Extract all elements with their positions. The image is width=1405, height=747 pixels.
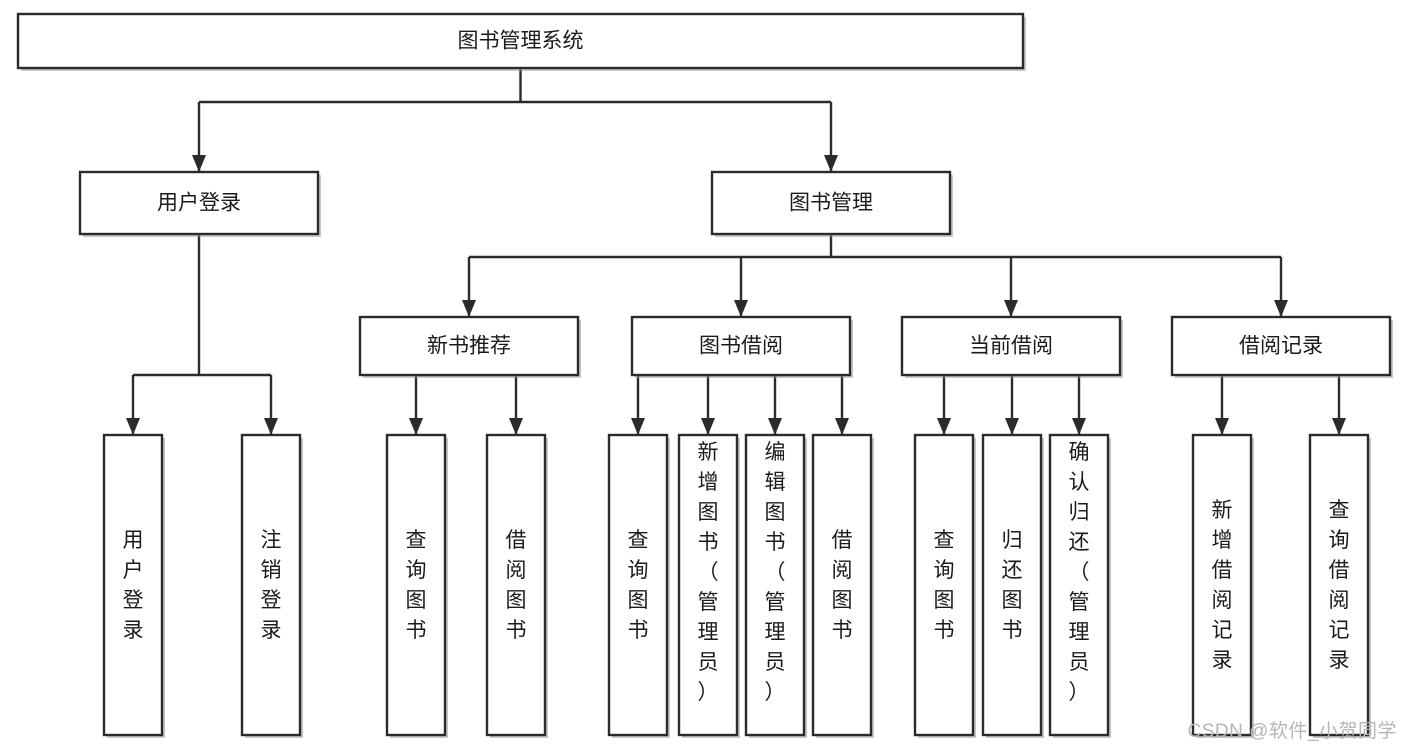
node-label: 新增借阅记录: [1212, 499, 1233, 672]
arrow-head-icon: [631, 418, 645, 435]
arrow-head-icon: [824, 155, 838, 172]
node-label: 图书管理系统: [458, 30, 584, 53]
node-rect[interactable]: [811, 433, 873, 737]
node-rect[interactable]: [900, 315, 1122, 377]
node-label: 注销登录: [261, 529, 282, 642]
arrow-head-icon: [264, 418, 278, 435]
node-rect[interactable]: [744, 433, 806, 737]
node-book-manage[interactable]: 图书管理: [710, 170, 953, 237]
arrow-head-icon: [462, 300, 476, 317]
node-book-borrow[interactable]: 图书借阅: [630, 315, 853, 378]
node-rect[interactable]: [102, 433, 164, 737]
arrow-head-icon: [1215, 418, 1229, 435]
arrow-head-icon: [768, 418, 782, 435]
node-label: 查询图书: [406, 529, 427, 642]
arrow-head-icon: [937, 418, 951, 435]
arrow-head-icon: [1332, 418, 1346, 435]
node-label: 当前借阅: [969, 335, 1053, 358]
node-leaf-query-book-1[interactable]: 查询图书: [385, 433, 448, 738]
arrow-head-icon: [1274, 300, 1288, 317]
node-leaf-user-login[interactable]: 用户登录: [102, 433, 165, 738]
node-rect[interactable]: [1191, 433, 1253, 737]
node-root[interactable]: 图书管理系统: [16, 12, 1026, 71]
node-label: 借阅记录: [1239, 335, 1323, 358]
node-layer: 图书管理系统用户登录图书管理新书推荐图书借阅当前借阅借阅记录用户登录注销登录查询…: [16, 12, 1393, 738]
node-label: 归还图书: [1002, 529, 1023, 642]
node-label: 新增图书（管理员）: [698, 441, 719, 704]
arrow-head-icon: [1005, 418, 1019, 435]
node-rect[interactable]: [677, 433, 739, 737]
node-rect[interactable]: [630, 315, 852, 377]
arrow-head-icon: [1004, 300, 1018, 317]
node-label: 确认归还（管理员）: [1069, 441, 1090, 704]
node-leaf-confirm-return[interactable]: 确认归还（管理员）: [1048, 433, 1111, 738]
node-label: 图书借阅: [699, 335, 783, 358]
node-label: 图书管理: [789, 192, 873, 215]
node-rect[interactable]: [240, 433, 302, 737]
node-user-login[interactable]: 用户登录: [78, 170, 321, 237]
arrow-head-icon: [734, 300, 748, 317]
node-label: 查询图书: [934, 529, 955, 642]
node-leaf-edit-book[interactable]: 编辑图书（管理员）: [744, 433, 807, 738]
node-rect[interactable]: [710, 170, 952, 236]
node-current-borrow[interactable]: 当前借阅: [900, 315, 1123, 378]
node-leaf-query-book-3[interactable]: 查询图书: [913, 433, 976, 738]
node-label: 查询图书: [628, 529, 649, 642]
node-rect[interactable]: [913, 433, 975, 737]
node-label: 借阅图书: [832, 529, 853, 642]
arrow-head-icon: [835, 418, 849, 435]
node-leaf-query-borrow-record[interactable]: 查询借阅记录: [1308, 433, 1371, 738]
node-borrow-record[interactable]: 借阅记录: [1170, 315, 1393, 378]
arrow-head-icon: [126, 418, 140, 435]
node-rect[interactable]: [1048, 433, 1110, 737]
arrow-head-icon: [1072, 418, 1086, 435]
node-label: 新书推荐: [427, 335, 511, 358]
node-leaf-query-book-2[interactable]: 查询图书: [607, 433, 670, 738]
node-rect[interactable]: [16, 12, 1025, 70]
node-rect[interactable]: [385, 433, 447, 737]
node-label: 编辑图书（管理员）: [765, 441, 786, 704]
node-leaf-add-book[interactable]: 新增图书（管理员）: [677, 433, 740, 738]
arrow-head-icon: [192, 155, 206, 172]
node-rect[interactable]: [485, 433, 547, 737]
node-label: 查询借阅记录: [1329, 499, 1350, 672]
node-leaf-borrow-book-1[interactable]: 借阅图书: [485, 433, 548, 738]
node-rect[interactable]: [1308, 433, 1370, 737]
node-leaf-borrow-book-2[interactable]: 借阅图书: [811, 433, 874, 738]
node-label: 用户登录: [157, 192, 241, 215]
node-leaf-add-borrow-record[interactable]: 新增借阅记录: [1191, 433, 1254, 738]
node-rect[interactable]: [358, 315, 580, 377]
node-label: 用户登录: [123, 529, 144, 642]
node-rect[interactable]: [607, 433, 669, 737]
node-new-book-recommend[interactable]: 新书推荐: [358, 315, 581, 378]
node-rect[interactable]: [78, 170, 320, 236]
connector-layer: [126, 68, 1346, 435]
arrow-head-icon: [409, 418, 423, 435]
node-rect[interactable]: [981, 433, 1043, 737]
arrow-head-icon: [701, 418, 715, 435]
node-leaf-user-logout[interactable]: 注销登录: [240, 433, 303, 738]
node-rect[interactable]: [1170, 315, 1392, 377]
node-label: 借阅图书: [506, 529, 527, 642]
csdn-watermark: CSDN @软件_小贺同学: [1187, 721, 1397, 742]
node-leaf-return-book[interactable]: 归还图书: [981, 433, 1044, 738]
arrow-head-icon: [509, 418, 523, 435]
